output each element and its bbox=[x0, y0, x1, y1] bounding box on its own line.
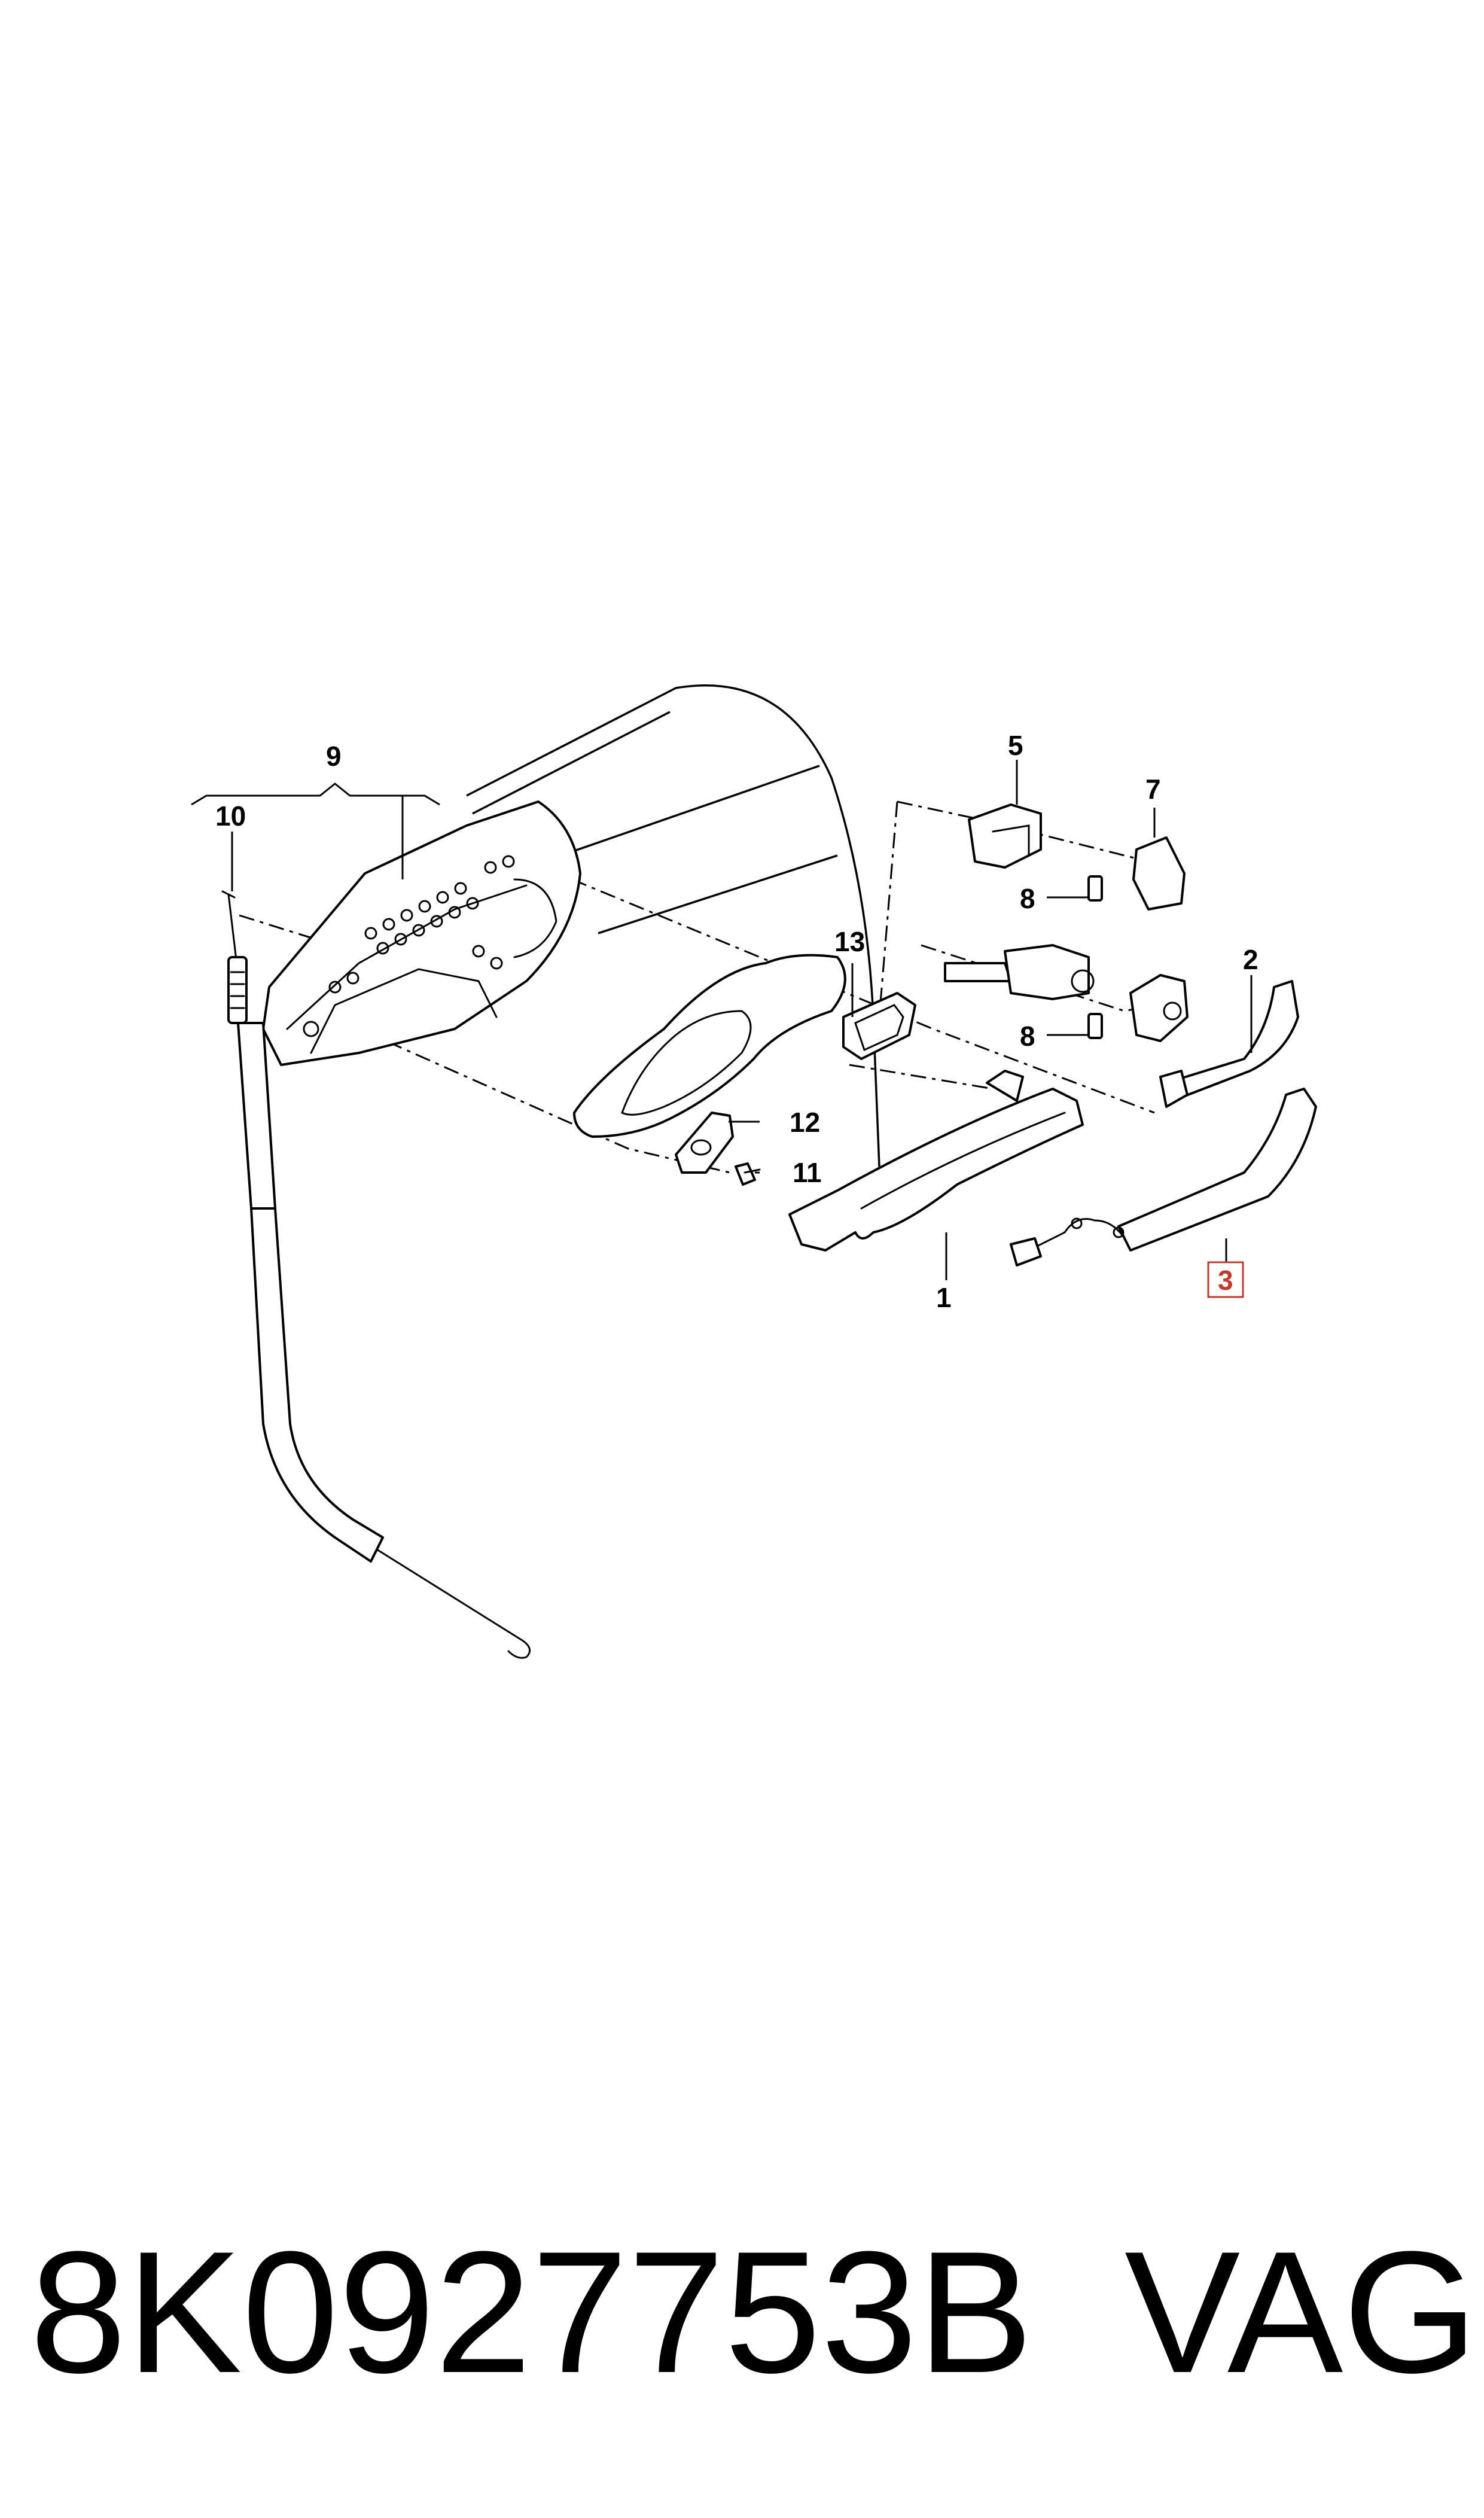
cap-gasket bbox=[675, 1112, 734, 1174]
brand-caption: VAG bbox=[1125, 2215, 1478, 2409]
leader-lines bbox=[191, 760, 1253, 1280]
seal-lower bbox=[1087, 1013, 1103, 1039]
callout-8-upper: 8 bbox=[1020, 883, 1035, 914]
lock-cylinder-housing bbox=[968, 803, 1042, 869]
bowden-cable bbox=[221, 890, 531, 1659]
callout-2: 2 bbox=[1243, 944, 1258, 975]
callout-1: 1 bbox=[936, 1282, 952, 1313]
callout-3: 3 bbox=[1218, 1265, 1233, 1296]
outer-door-handle bbox=[788, 1070, 1084, 1252]
handle-recess-trim bbox=[573, 954, 846, 1138]
handle-cover-with-sensor bbox=[1010, 1088, 1317, 1266]
lock-cylinder bbox=[944, 944, 1095, 1000]
callout-8-lower: 8 bbox=[1020, 1021, 1035, 1052]
part-number-caption: 8K0927753B bbox=[30, 2215, 1034, 2409]
handle-carrier-bracket bbox=[262, 800, 581, 1066]
callout-3-highlight-box bbox=[1207, 1261, 1244, 1298]
callout-10: 10 bbox=[215, 800, 246, 832]
handle-trim-strip bbox=[1159, 980, 1299, 1108]
screw bbox=[735, 1162, 761, 1186]
callout-13: 13 bbox=[834, 926, 865, 957]
end-cap bbox=[1129, 974, 1189, 1042]
callout-9: 9 bbox=[326, 741, 342, 772]
cover-cap bbox=[1132, 836, 1186, 911]
callout-5: 5 bbox=[1008, 730, 1023, 761]
callout-11: 11 bbox=[793, 1157, 822, 1188]
callout-12: 12 bbox=[790, 1107, 820, 1138]
bracket-holes bbox=[328, 855, 515, 994]
callout-labels: 9 10 5 7 8 13 2 8 12 11 1 3 bbox=[215, 730, 1258, 1313]
callout-7: 7 bbox=[1145, 774, 1161, 805]
seal-upper bbox=[1087, 875, 1103, 902]
gasket bbox=[842, 992, 916, 1060]
